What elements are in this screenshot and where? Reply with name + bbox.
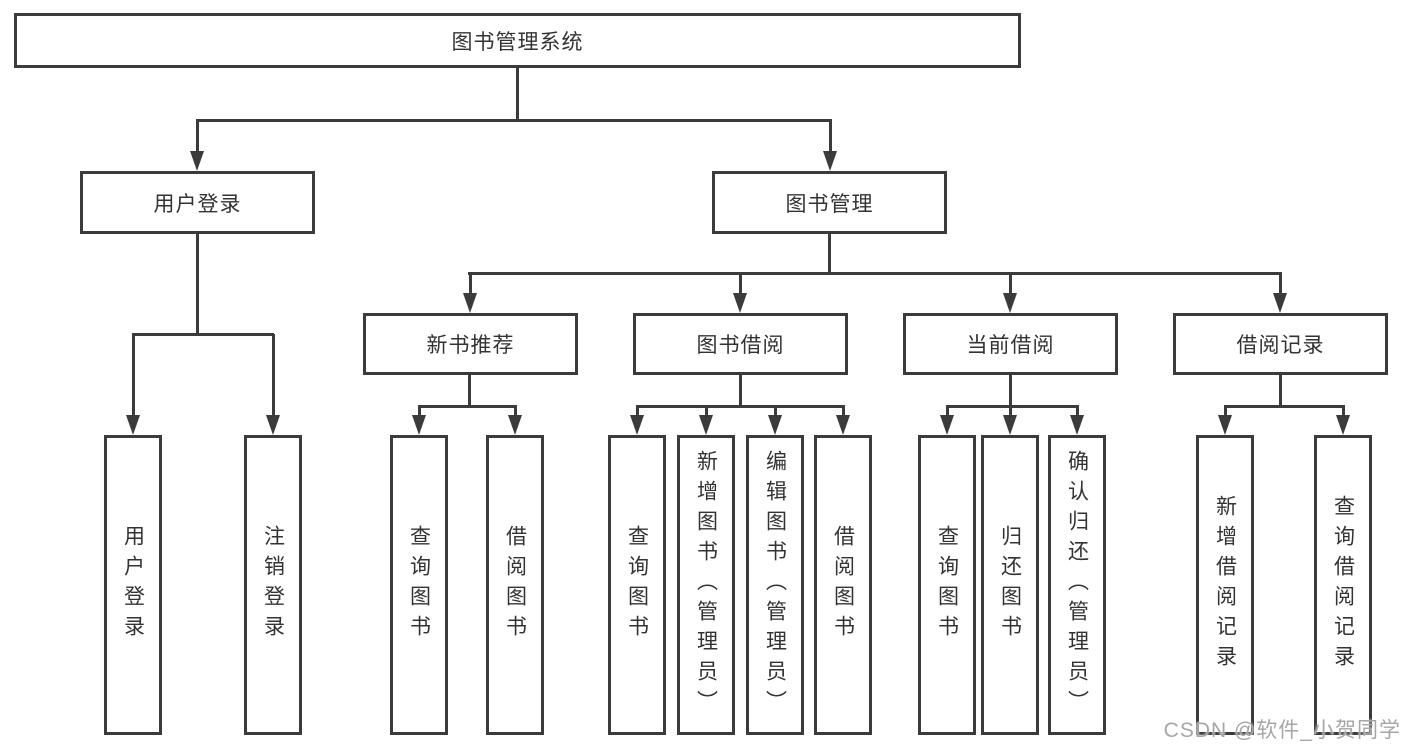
leaf-confirm-return-admin: 确认归还（管理员） bbox=[1048, 435, 1106, 735]
leaf-query-borrow-record: 查询借阅记录 bbox=[1314, 435, 1372, 735]
csdn-watermark: CSDN @软件_小贺同学 bbox=[1163, 719, 1401, 742]
leaf-user-login: 用户登录 bbox=[104, 435, 162, 735]
arrow-to-leaf-add-borrow-record bbox=[1218, 406, 1232, 435]
leaf-edit-books-admin: 编辑图书（管理员） bbox=[746, 435, 804, 735]
connector-book-borrowing-bus bbox=[636, 405, 845, 408]
connector-new-book-bus bbox=[418, 405, 517, 408]
arrow-to-leaf-logout bbox=[266, 334, 280, 435]
connector-new-book-stub bbox=[468, 375, 471, 408]
connector-user-login-bus bbox=[132, 333, 274, 336]
arrow-to-leaf-confirm-return bbox=[1070, 406, 1084, 435]
connector-current-borrowing-stub bbox=[1009, 375, 1012, 408]
arrow-to-leaf-edit-books bbox=[768, 406, 782, 435]
connector-user-login-stub bbox=[196, 234, 199, 335]
arrow-to-leaf-query-borrow-record bbox=[1336, 406, 1350, 435]
leaf-add-books-admin: 新增图书（管理员） bbox=[677, 435, 735, 735]
leaf-borrow-books: 借阅图书 bbox=[486, 435, 544, 735]
node-new-book-recommendation: 新书推荐 bbox=[363, 313, 578, 375]
arrow-to-leaf-query-books-3 bbox=[940, 406, 954, 435]
leaf-query-books: 查询图书 bbox=[608, 435, 666, 735]
node-book-borrowing: 图书借阅 bbox=[633, 313, 848, 375]
connector-current-borrowing-bus bbox=[946, 405, 1079, 408]
arrow-to-borrowing-records bbox=[1273, 273, 1287, 313]
connector-level3-bus bbox=[468, 272, 1282, 275]
leaf-query-books: 查询图书 bbox=[390, 435, 448, 735]
arrow-to-leaf-user-login bbox=[126, 334, 140, 435]
leaf-return-books: 归还图书 bbox=[981, 435, 1039, 735]
node-book-management: 图书管理 bbox=[712, 171, 947, 234]
node-user-login: 用户登录 bbox=[80, 171, 315, 234]
arrow-to-leaf-borrow-books-1 bbox=[508, 406, 522, 435]
arrow-to-user-login bbox=[190, 120, 204, 171]
node-library-management-system: 图书管理系统 bbox=[14, 13, 1021, 68]
leaf-borrow-books: 借阅图书 bbox=[814, 435, 872, 735]
arrow-to-leaf-query-books-1 bbox=[412, 406, 426, 435]
connector-root-stub bbox=[516, 68, 519, 122]
node-current-borrowing: 当前借阅 bbox=[903, 313, 1118, 375]
arrow-to-leaf-query-books-2 bbox=[630, 406, 644, 435]
leaf-logout: 注销登录 bbox=[244, 435, 302, 735]
connector-borrowing-records-bus bbox=[1224, 405, 1345, 408]
arrow-to-book-management bbox=[823, 120, 837, 171]
leaf-query-books: 查询图书 bbox=[918, 435, 976, 735]
arrow-to-new-book-recommendation bbox=[463, 273, 477, 313]
node-borrowing-records: 借阅记录 bbox=[1173, 313, 1388, 375]
arrow-to-leaf-add-books bbox=[699, 406, 713, 435]
arrow-to-leaf-return-books bbox=[1003, 406, 1017, 435]
arrow-to-leaf-borrow-books-2 bbox=[836, 406, 850, 435]
connector-borrowing-records-stub bbox=[1279, 375, 1282, 408]
arrow-to-current-borrowing bbox=[1003, 273, 1017, 313]
connector-book-borrowing-stub bbox=[739, 375, 742, 408]
connector-level2-bus bbox=[196, 119, 832, 122]
leaf-add-borrow-record: 新增借阅记录 bbox=[1196, 435, 1254, 735]
arrow-to-book-borrowing bbox=[733, 273, 747, 313]
connector-book-management-stub bbox=[828, 234, 831, 275]
